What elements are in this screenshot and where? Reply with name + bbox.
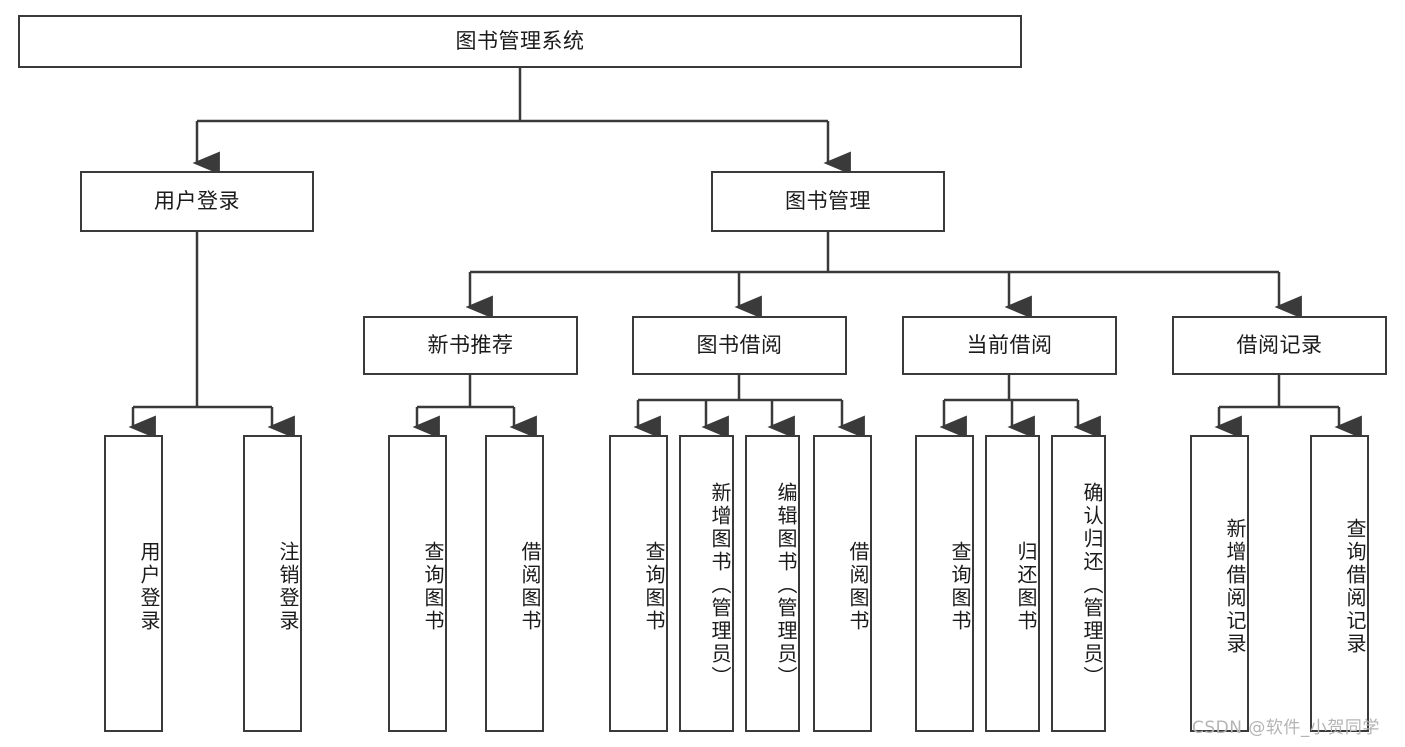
node-current-borrow-label: 当前借阅	[966, 332, 1053, 357]
node-leaf-borrow-book-1-label: 借阅图书	[518, 540, 542, 633]
node-leaf-return-book[interactable]: 归还图书	[985, 435, 1040, 732]
node-leaf-borrow-book-2[interactable]: 借阅图书	[813, 435, 872, 732]
node-leaf-logout-label: 注销登录	[276, 540, 300, 633]
node-leaf-confirm-return-label: 确认归还（管理员）	[1080, 482, 1104, 689]
node-leaf-query-record-label: 查询借阅记录	[1343, 517, 1367, 656]
node-leaf-user-login-label: 用户登录	[137, 540, 161, 633]
node-book-manage[interactable]: 图书管理	[711, 171, 945, 232]
node-leaf-confirm-return[interactable]: 确认归还（管理员）	[1051, 435, 1106, 732]
node-user-login[interactable]: 用户登录	[80, 171, 314, 232]
node-leaf-edit-book[interactable]: 编辑图书（管理员）	[745, 435, 800, 732]
node-leaf-query-book-1[interactable]: 查询图书	[388, 435, 447, 732]
node-leaf-borrow-book-2-label: 借阅图书	[846, 540, 870, 633]
csdn-watermark: CSDN @软件_小贺同学	[1192, 718, 1380, 738]
node-user-login-label: 用户登录	[154, 188, 240, 213]
node-leaf-user-login[interactable]: 用户登录	[104, 435, 163, 732]
node-leaf-query-book-1-label: 查询图书	[421, 540, 445, 633]
node-book-manage-label: 图书管理	[785, 188, 871, 213]
node-borrow-record-label: 借阅记录	[1236, 332, 1323, 357]
node-root[interactable]: 图书管理系统	[18, 15, 1022, 68]
node-leaf-query-book-2-label: 查询图书	[642, 540, 666, 633]
node-book-borrow[interactable]: 图书借阅	[632, 316, 847, 375]
node-new-book-recommend[interactable]: 新书推荐	[363, 316, 578, 375]
node-leaf-edit-book-label: 编辑图书（管理员）	[774, 482, 798, 689]
node-borrow-record[interactable]: 借阅记录	[1172, 316, 1387, 375]
node-leaf-add-book[interactable]: 新增图书（管理员）	[679, 435, 734, 732]
node-book-borrow-label: 图书借阅	[696, 332, 783, 357]
node-leaf-add-book-label: 新增图书（管理员）	[708, 482, 732, 689]
node-leaf-query-book-2[interactable]: 查询图书	[609, 435, 668, 732]
node-leaf-query-book-3[interactable]: 查询图书	[915, 435, 974, 732]
node-leaf-logout[interactable]: 注销登录	[243, 435, 302, 732]
node-leaf-query-book-3-label: 查询图书	[948, 540, 972, 633]
node-leaf-borrow-book-1[interactable]: 借阅图书	[485, 435, 544, 732]
node-leaf-add-record[interactable]: 新增借阅记录	[1190, 435, 1249, 732]
node-leaf-add-record-label: 新增借阅记录	[1223, 517, 1247, 656]
node-new-book-recommend-label: 新书推荐	[427, 332, 514, 357]
node-leaf-query-record[interactable]: 查询借阅记录	[1310, 435, 1369, 732]
node-root-label: 图书管理系统	[455, 28, 585, 53]
node-current-borrow[interactable]: 当前借阅	[902, 316, 1117, 375]
node-leaf-return-book-label: 归还图书	[1014, 540, 1038, 633]
